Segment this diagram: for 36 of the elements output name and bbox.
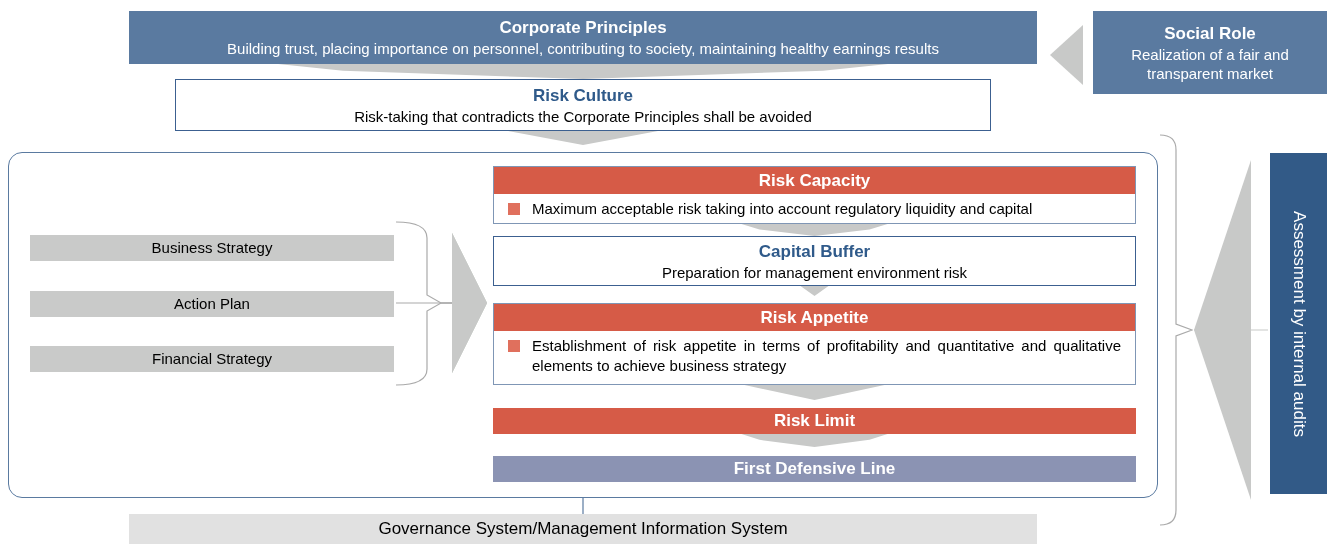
curly-brace [1159,134,1193,526]
heading: Social Role [1164,22,1256,45]
description: Building trust, placing importance on personnel, contributing to society, maintaining healthy earnings results [227,39,939,58]
chevron-arrow [744,385,885,400]
heading: Corporate Principles [499,17,667,39]
chevron-arrow [741,224,888,236]
risk-card [493,303,1136,385]
input-bar: Financial Strategy [30,346,394,372]
input-bar: Action Plan [30,291,394,317]
connector-line [582,497,584,515]
input-bar: Business Strategy [30,235,394,261]
system-bar: Governance System/Management Information System [129,514,1037,544]
description: Risk-taking that contradicts the Corporate Principles shall be avoided [354,106,812,126]
heading: Risk Culture [532,84,634,107]
risk-bar: Risk Limit [493,408,1136,434]
description: Establishment of risk appetite in terms of profitability and quantitative and qualitative elements to achieve business strategy [532,336,1121,376]
description: Preparation for management environment risk [661,262,968,282]
framework-panel [8,152,1158,498]
defense-bar: First Defensive Line [493,456,1136,482]
description: Realization of a fair and transparent market [1130,44,1290,83]
text-box [175,79,991,131]
text-box [493,236,1136,286]
risk-card [493,166,1136,224]
heading: Capital Buffer [758,240,871,263]
chevron-arrow [1193,160,1269,500]
card-header: Risk Capacity [494,167,1135,194]
heading-banner [129,11,1037,64]
heading-banner [1093,11,1327,94]
card-header: Risk Appetite [494,304,1135,331]
description: Maximum acceptable risk taking into account regulatory liquidity and capital [532,199,1033,219]
vertical-label: Assessment by internal audits [1288,210,1310,437]
audit-banner [1270,153,1327,494]
chevron-arrow [508,131,658,145]
chevron-arrow [1050,25,1083,85]
chevron-arrow [741,434,888,447]
chevron-arrow [800,286,829,296]
